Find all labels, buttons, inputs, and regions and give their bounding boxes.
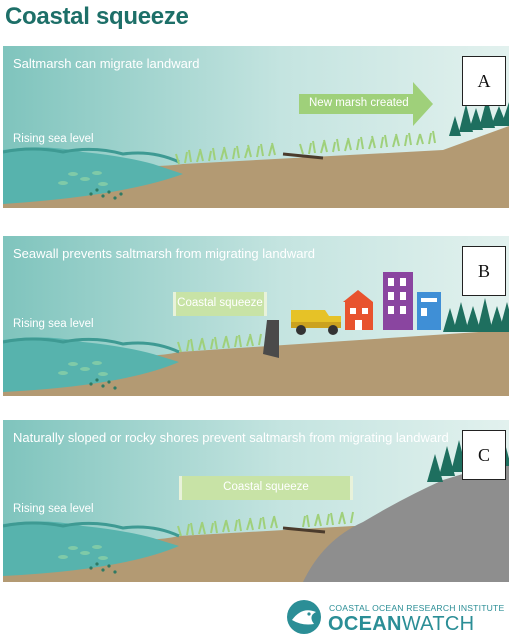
forest [443, 298, 509, 332]
seagrass [89, 562, 117, 574]
driftwood [282, 526, 326, 534]
blue-building [417, 292, 441, 330]
panel-caption: Seawall prevents saltmarsh from migratin… [13, 246, 316, 261]
purple-building [383, 272, 413, 330]
rising-sea-level-label: Rising sea level [13, 503, 94, 515]
water [3, 147, 183, 204]
sediment [3, 330, 509, 396]
arrow-label: New marsh created [309, 97, 409, 109]
panel-letter-badge: C [462, 430, 506, 480]
coastal-squeeze-bar [173, 292, 267, 316]
dump-truck [291, 310, 341, 335]
wave-crest [3, 521, 180, 538]
panel-caption: Naturally sloped or rocky shores prevent… [13, 430, 449, 445]
org-line: COASTAL OCEAN RESEARCH INSTITUTE [329, 603, 505, 613]
forest [449, 98, 509, 136]
panel-c: Naturally sloped or rocky shores prevent… [3, 420, 509, 582]
fish-school [58, 361, 108, 376]
coastal-squeeze-bar [179, 476, 353, 500]
rocky-shore [303, 460, 509, 582]
landward-arrow [299, 82, 433, 126]
wave-crest [3, 337, 180, 354]
squeeze-bar-end-left [173, 292, 176, 316]
marsh-grass [177, 333, 262, 353]
red-house [343, 290, 373, 330]
panel-letter-badge: B [462, 246, 506, 296]
page-title: Coastal squeeze [5, 3, 189, 30]
wave-crest [3, 147, 180, 164]
oceanwatch-logo: COASTAL OCEAN RESEARCH INSTITUTE OCEANWA… [284, 598, 508, 636]
panel-caption: Saltmarsh can migrate landward [13, 56, 200, 71]
squeeze-bar-end-left [179, 476, 182, 500]
water [3, 521, 179, 576]
panel-a: Saltmarsh can migrate landward A New mar… [3, 46, 509, 208]
panel-a-illustration [3, 46, 509, 208]
marsh-grass [175, 130, 436, 165]
fish-school [58, 545, 108, 560]
fish-logo-icon [287, 600, 321, 634]
water [3, 337, 179, 392]
rising-sea-level-label: Rising sea level [13, 133, 94, 145]
panel-c-illustration [3, 420, 509, 582]
squeeze-bar-end-right [350, 476, 353, 500]
fish-school [58, 171, 108, 186]
seawall [263, 320, 279, 358]
seagrass [89, 378, 117, 390]
brand-name: OCEANWATCH [328, 613, 474, 636]
seagrass [89, 188, 123, 200]
squeeze-bar-end-right [264, 292, 267, 316]
coastal-squeeze-label: Coastal squeeze [177, 297, 263, 309]
coastal-squeeze-label: Coastal squeeze [223, 481, 309, 493]
brand-bold: OCEAN [328, 613, 402, 635]
panel-b-illustration [3, 236, 509, 396]
panel-letter-badge: A [462, 56, 506, 106]
rising-sea-level-label: Rising sea level [13, 318, 94, 330]
marsh-grass [177, 511, 354, 537]
panel-b: Seawall prevents saltmarsh from migratin… [3, 236, 509, 396]
driftwood [282, 152, 324, 160]
brand-light: WATCH [401, 613, 475, 635]
